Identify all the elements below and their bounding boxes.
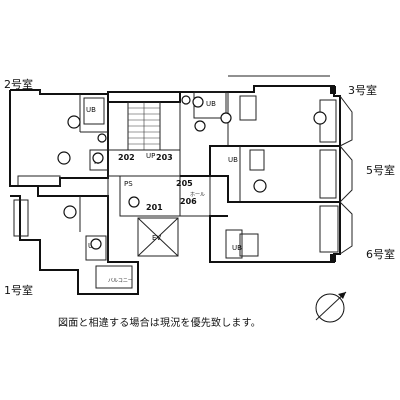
bay-window-6: [339, 201, 353, 255]
camera-marker-icon: [57, 95, 327, 250]
balcony-label: バルコニー: [108, 278, 133, 284]
ub-label-5: UB: [228, 156, 238, 164]
compass-icon: [315, 291, 347, 323]
hall-label: ホール: [190, 192, 205, 198]
room-205: 205: [176, 179, 193, 188]
ub-label-3: UB: [206, 100, 216, 108]
unit-6-label: 6号室: [366, 247, 395, 261]
disclaimer-note: 図面と相違する場合は現況を優先致します。: [58, 318, 261, 329]
unit-3-label: 3号室: [348, 83, 377, 97]
room-206: 206: [180, 197, 197, 206]
room-202: 202: [118, 153, 135, 162]
ub-label-2: UB: [86, 106, 96, 114]
unit-5-block: [210, 145, 341, 203]
unit-1-label: 1号室: [4, 283, 33, 297]
bay-window-3: [339, 95, 353, 147]
bay-window-5: [339, 145, 353, 203]
unit-2-label: 2号室: [4, 77, 33, 91]
ev-label: EV: [152, 234, 161, 242]
core-block: [107, 91, 211, 262]
room-203: 203: [156, 153, 173, 162]
ps-label: PS: [124, 180, 133, 188]
unit-6-block: [209, 201, 341, 263]
unit-2-block: [9, 89, 109, 187]
unit-3-block: [180, 85, 341, 177]
ub-label-6: UB: [232, 244, 242, 252]
room-201: 201: [146, 203, 163, 212]
unit-5-label: 5号室: [366, 163, 395, 177]
up-label: UP: [146, 152, 155, 160]
